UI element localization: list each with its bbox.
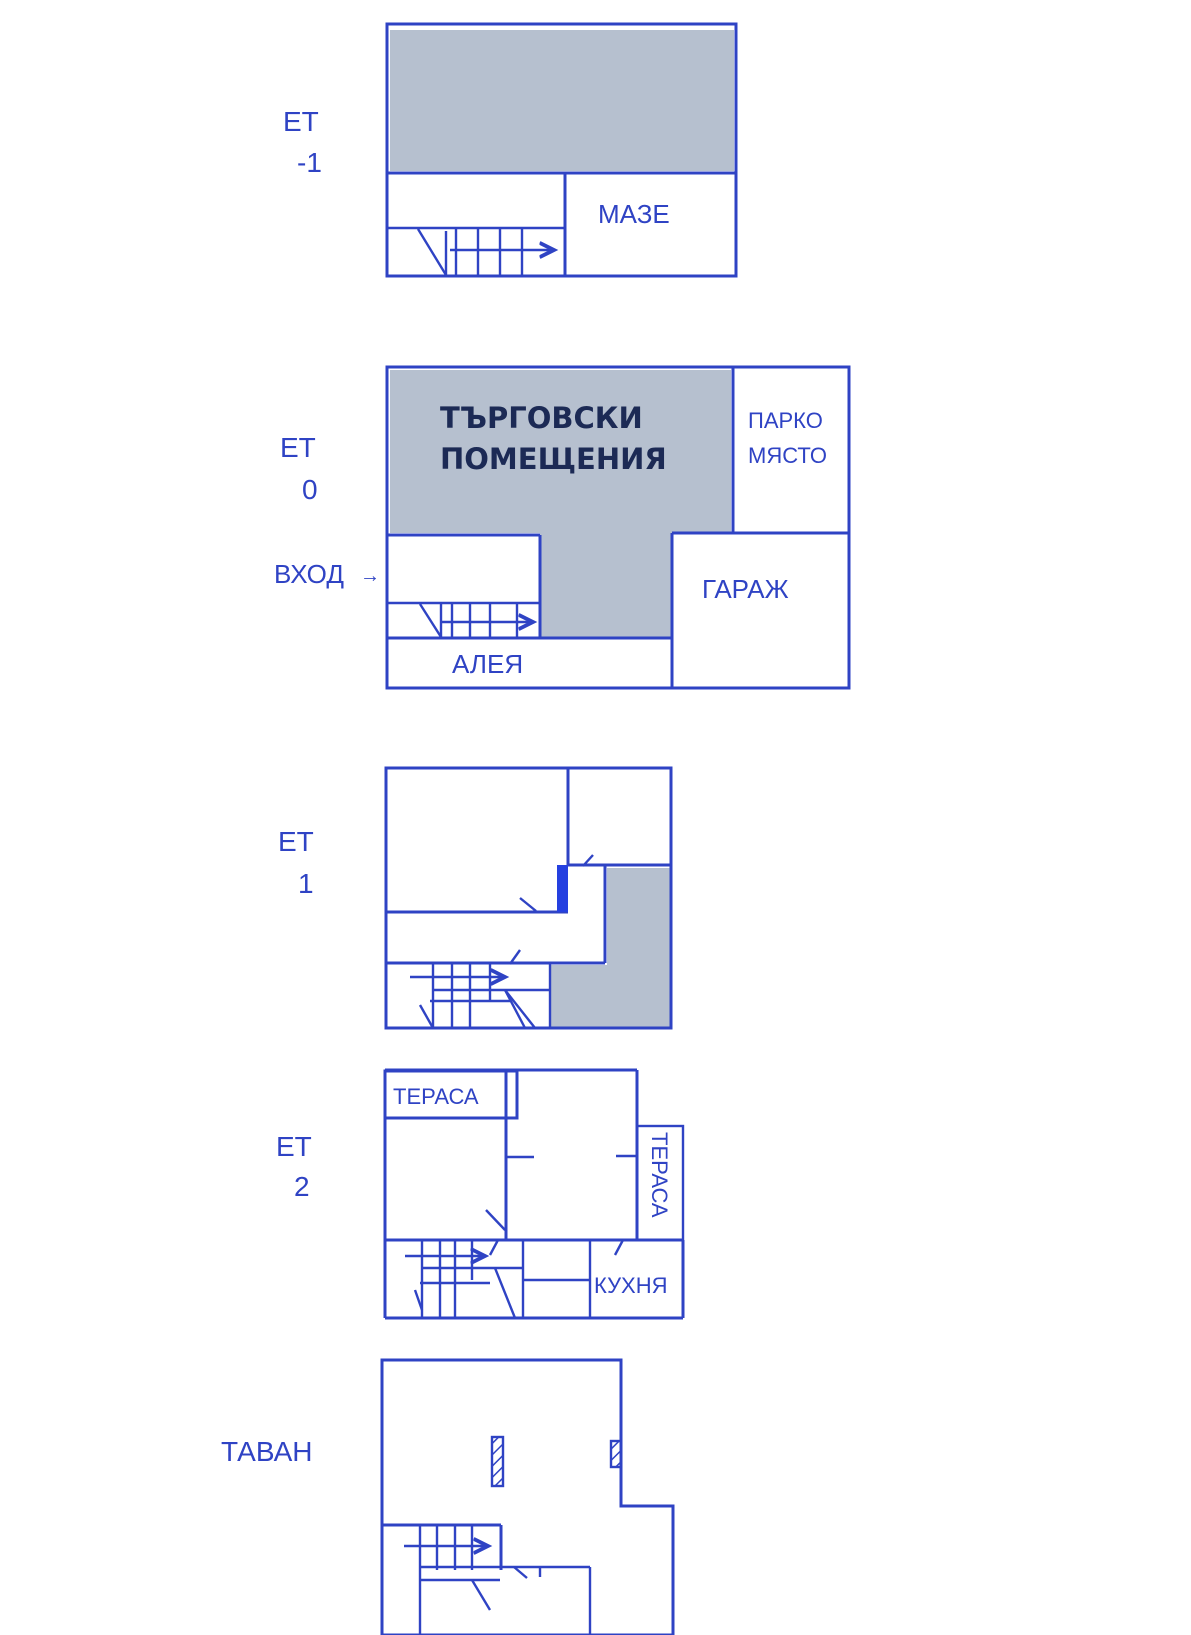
floor-ground: ЕТ 0 ВХОД → ТЪРГОВСКИ ПОМЕЩЕНИЯ ПАРКО МЯ… bbox=[274, 365, 851, 690]
first-floor-outline bbox=[384, 766, 673, 1030]
staircase-icon bbox=[410, 963, 550, 1029]
terrace-left-label: ТЕРАСА bbox=[393, 1084, 479, 1109]
floor-basement: ЕТ -1 МАЗЕ bbox=[283, 22, 738, 278]
floor-label-line1: ЕТ bbox=[278, 826, 314, 857]
staircase-icon bbox=[382, 1523, 592, 1635]
floor-attic: ТАВАН bbox=[221, 1358, 675, 1635]
commercial-premises-area bbox=[390, 370, 731, 638]
floor-second: ЕТ 2 ТЕРАСА ТЕРАСА bbox=[276, 1068, 685, 1320]
parking-label-line2: МЯСТО bbox=[748, 443, 827, 468]
floor-label: ТАВАН bbox=[221, 1436, 313, 1467]
parking-label-line1: ПАРКО bbox=[748, 408, 823, 433]
floor-label-line2: 2 bbox=[294, 1171, 310, 1202]
garage-label: ГАРАЖ bbox=[702, 574, 789, 604]
alley-label: АЛЕЯ bbox=[452, 649, 523, 679]
floor-label-line2: 1 bbox=[298, 868, 314, 899]
staircase-icon bbox=[405, 1240, 523, 1319]
entrance-label: ВХОД bbox=[274, 559, 344, 589]
ground-outline bbox=[385, 365, 851, 690]
kitchen-label: КУХНЯ bbox=[594, 1273, 668, 1298]
chimney-icon bbox=[609, 1439, 623, 1469]
wall-column bbox=[557, 865, 568, 912]
shaded-area bbox=[550, 868, 670, 1028]
terrace-right-label: ТЕРАСА bbox=[647, 1132, 672, 1218]
commercial-label-line1: ТЪРГОВСКИ bbox=[440, 401, 643, 435]
commercial-label-line2: ПОМЕЩЕНИЯ bbox=[440, 442, 667, 476]
basement-outline bbox=[385, 22, 738, 278]
staircase-icon bbox=[418, 603, 533, 638]
floor-label-line2: -1 bbox=[297, 147, 322, 178]
floor-label-line1: ЕТ bbox=[276, 1131, 312, 1162]
basement-room-label: МАЗЕ bbox=[598, 199, 670, 229]
entrance-arrow-icon: → bbox=[360, 565, 380, 587]
chimney-icon bbox=[490, 1435, 505, 1488]
floor-first: ЕТ 1 bbox=[278, 766, 673, 1030]
staircase-icon bbox=[416, 228, 554, 276]
attic-outline bbox=[380, 1358, 675, 1635]
shaded-storage-area bbox=[390, 30, 734, 171]
floor-label-line1: ЕТ bbox=[280, 432, 316, 463]
floor-label-line2: 0 bbox=[302, 474, 318, 505]
floor-label-line1: ЕТ bbox=[283, 106, 319, 137]
